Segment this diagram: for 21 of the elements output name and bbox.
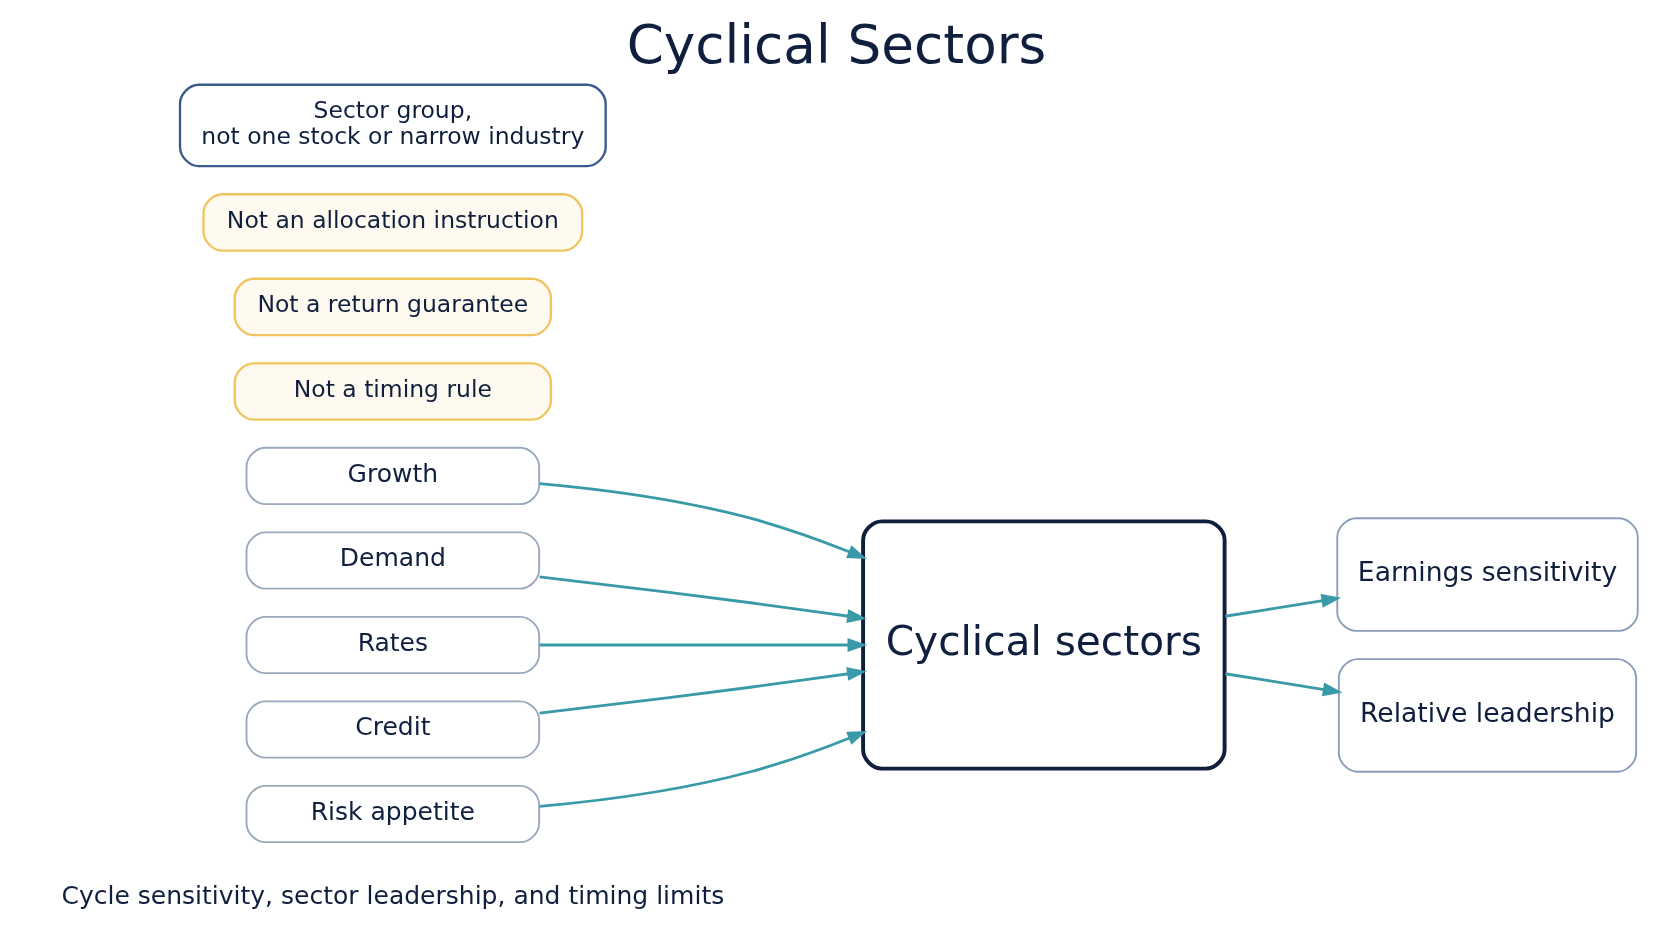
node-box: Risk appetite <box>245 784 540 844</box>
arrow <box>538 667 867 715</box>
node-box: Cyclical sectors <box>860 519 1227 771</box>
arrow <box>1224 672 1342 697</box>
node-box: Rates <box>245 615 540 675</box>
arrow <box>1224 594 1341 618</box>
node-box: Credit <box>245 700 540 759</box>
arrow <box>538 482 867 560</box>
node-box: Relative leadership <box>1337 658 1637 773</box>
node-box: Growth <box>245 446 540 506</box>
diagram-title: Cyclical Sectors <box>626 14 1046 77</box>
arrow <box>538 730 867 808</box>
arrow <box>538 575 867 623</box>
label: Cycle sensitivity, sector leadership, and timing limits <box>60 881 724 911</box>
node-box: Sector group, not one stock or narrow industry <box>178 83 607 168</box>
node-box: Not a return guarantee <box>233 277 552 337</box>
node-box: Not a timing rule <box>233 362 552 421</box>
node-box: Not an allocation instruction <box>201 193 583 252</box>
node-box: Demand <box>245 531 540 590</box>
arrow <box>538 638 867 652</box>
node-box: Earnings sensitivity <box>1335 517 1639 632</box>
